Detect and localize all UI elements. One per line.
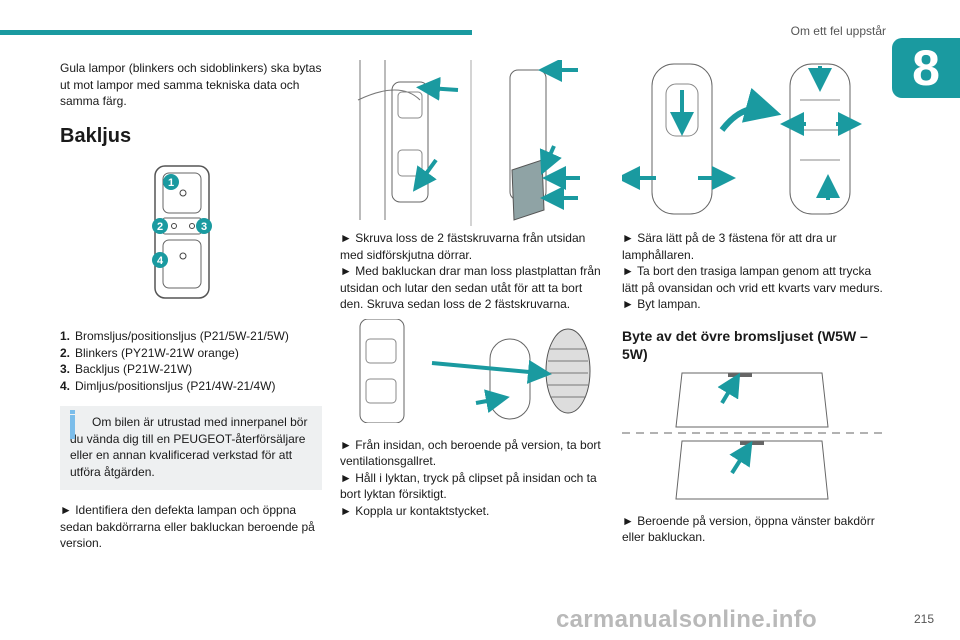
figure-rear-lamp: 1 2 3 4 (60, 158, 322, 318)
list-item: 3.Backljus (P21W-21W) (60, 362, 193, 376)
step-c: ► Byt lampan. (622, 297, 701, 311)
list-item: 1.Bromsljus/positionsljus (P21/5W-21/5W) (60, 329, 289, 343)
step-a: ► Skruva loss de 2 fästskruvarna från ut… (340, 231, 586, 262)
step-b: ► Med bakluckan drar man loss plastplatt… (340, 264, 601, 311)
figure-grille (340, 318, 602, 423)
info-icon (70, 410, 75, 439)
column-2: ► Skruva loss de 2 fästskruvarna från ut… (340, 60, 602, 519)
bulb-holder-diagram (622, 63, 862, 215)
figure-screws (340, 60, 602, 226)
step-d: ► Beroende på version, öppna vänster bak… (622, 513, 875, 545)
step-a: ► Sära lätt på de 3 fästena för att dra … (622, 231, 837, 262)
info-note: Om bilen är utrustad med innerpanel bör … (60, 406, 322, 490)
label-3: 3 (201, 221, 207, 233)
heading-bakljus: Bakljus (60, 124, 132, 147)
figure-bulb-holder (622, 60, 884, 226)
label-4: 4 (157, 255, 164, 267)
step-text: ► Identifiera den defekta lampan och öpp… (60, 503, 315, 550)
step-d: ► Håll i lyktan, tryck på clipset på ins… (340, 470, 597, 502)
rear-lamp-diagram: 1 2 3 4 (152, 165, 212, 299)
step-b: ► Ta bort den trasiga lampan genom att t… (622, 264, 883, 295)
note-text: Om bilen är utrustad med innerpanel bör … (70, 415, 308, 479)
column-3: ► Sära lätt på de 3 fästena för att dra … (622, 60, 884, 546)
list-item: 4.Dimljus/positionsljus (P21/4W-21/4W) (60, 378, 276, 393)
lamp-list: 1.Bromsljus/positionsljus (P21/5W-21/5W)… (60, 328, 322, 394)
step-e: ► Koppla ur kontaktstycket. (340, 503, 490, 518)
label-2: 2 (157, 221, 163, 233)
intro-text: Gula lampor (blinkers och sidoblinkers) … (60, 61, 322, 108)
figure-van-rear (622, 369, 884, 505)
column-1: Gula lampor (blinkers och sidoblinkers) … (60, 60, 322, 552)
page-number: 215 (914, 612, 935, 626)
watermark: carmanualsonline.info (556, 606, 818, 633)
section-title: Om ett fel uppstår (790, 24, 886, 38)
label-1: 1 (168, 177, 174, 189)
list-item: 2.Blinkers (PY21W-21W orange) (60, 345, 239, 360)
van-rear-diagram (622, 372, 884, 499)
screws-diagram (357, 60, 580, 226)
step-c: ► Från insidan, och beroende på version,… (340, 437, 601, 469)
chapter-tab: 8 (892, 38, 960, 98)
heading-brake-light: Byte av det övre bromsljuset (W5W – 5W) (622, 327, 868, 362)
grille-diagram (359, 318, 591, 423)
header-accent-bar (0, 30, 472, 35)
